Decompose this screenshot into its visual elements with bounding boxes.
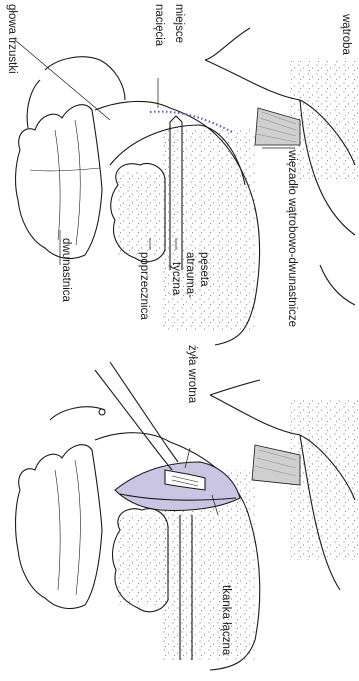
scissors <box>95 362 168 455</box>
pancreas-bottom <box>16 445 102 609</box>
label-forceps-1: pęseta <box>198 252 210 287</box>
label-forceps-2: atrauma- <box>184 252 196 298</box>
label-liver: wątroba <box>340 14 352 55</box>
label-incision-site-1: miejsce <box>173 4 185 43</box>
label-portal-vein: żyła wrotna <box>186 345 198 403</box>
label-incision-site-2: nacięcia <box>153 4 165 46</box>
incision-line <box>150 112 232 132</box>
label-forceps-3: tyczna <box>170 262 182 295</box>
label-duodenum: dwunastnica <box>60 238 72 302</box>
label-pancreas-head: głowa trzustki <box>6 4 18 74</box>
label-colon: poprzecznica <box>138 252 150 320</box>
label-hepatoduodenal-ligament: więzadło wątrobowo-dwunastnicze <box>286 150 298 327</box>
label-connective-tissue: tkanka łączna <box>220 585 232 655</box>
